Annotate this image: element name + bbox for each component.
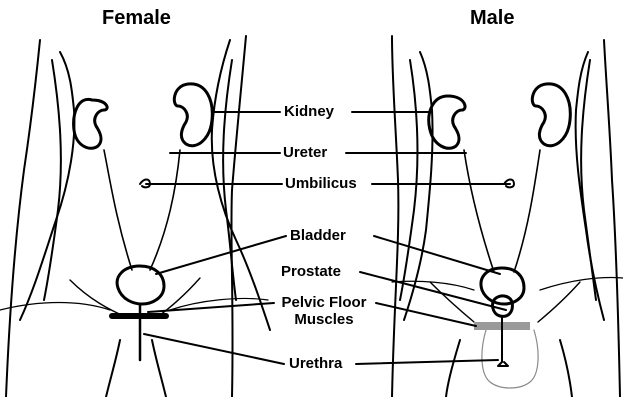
male-figure	[392, 36, 623, 397]
male-torso-left	[404, 52, 433, 320]
male-ureter-left	[464, 150, 494, 272]
leader-pelvic-floor-left	[148, 303, 274, 312]
female-kidney-left	[74, 99, 107, 148]
male-kidney-left	[429, 96, 465, 148]
female-bladder	[117, 266, 164, 304]
male-left-arm-inner	[400, 60, 417, 300]
label-pelvic-floor-line2: Muscles	[270, 311, 378, 328]
female-right-arm-outline	[231, 36, 246, 397]
male-left-arm-outline	[392, 36, 398, 397]
label-pelvic-floor: Pelvic Floor Muscles	[270, 294, 378, 328]
leader-pelvic-floor-right	[376, 303, 476, 326]
label-prostate: Prostate	[281, 263, 341, 280]
male-genital-outline	[482, 330, 538, 388]
female-kidney-right	[174, 84, 212, 146]
female-groin-left	[70, 280, 128, 318]
male-ureter-right	[514, 150, 540, 272]
female-ureter-right	[150, 150, 180, 270]
male-right-arm-outline	[604, 40, 620, 397]
leader-bladder-right	[374, 236, 500, 274]
leader-urethra-left	[144, 334, 284, 364]
female-ureter-left	[104, 150, 132, 270]
male-prostate	[493, 296, 513, 316]
male-leg-left	[446, 340, 460, 397]
label-ureter: Ureter	[283, 144, 327, 161]
leader-urethra-right	[356, 360, 498, 364]
leader-bladder-left	[156, 236, 286, 274]
male-title: Male	[470, 7, 514, 30]
female-leg-left	[106, 340, 120, 397]
label-urethra: Urethra	[289, 355, 342, 372]
male-hip-line-right	[540, 278, 623, 291]
male-kidney-right	[532, 84, 570, 146]
male-right-arm-inner	[581, 60, 596, 300]
label-bladder: Bladder	[290, 227, 346, 244]
female-left-arm-inner	[44, 60, 61, 300]
label-kidney: Kidney	[284, 103, 334, 120]
female-right-arm-inner	[223, 60, 236, 300]
male-bladder	[481, 268, 524, 304]
female-figure	[0, 36, 270, 397]
label-umbilicus: Umbilicus	[285, 175, 357, 192]
female-left-arm-outline	[6, 40, 40, 397]
female-leg-right	[152, 340, 166, 397]
female-hip-line	[0, 303, 110, 311]
male-leg-right	[560, 340, 572, 397]
label-pelvic-floor-line1: Pelvic Floor	[270, 294, 378, 311]
female-title: Female	[102, 7, 171, 30]
